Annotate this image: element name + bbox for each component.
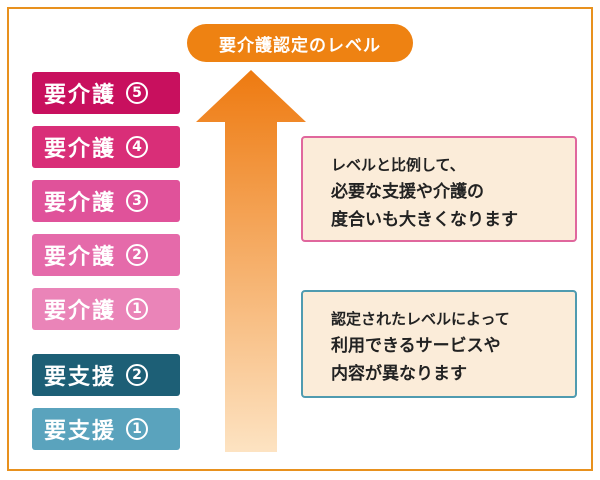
title-label: 要介護認定のレベル xyxy=(187,24,413,62)
note-line: 度合いも大きくなります xyxy=(331,210,518,230)
level-label: 要介護 xyxy=(44,137,117,162)
level-label: 要介護 xyxy=(44,83,117,108)
note-line: レベルと比例して、 xyxy=(331,156,465,174)
note-line: 利用できるサービスや xyxy=(331,336,501,356)
level-support-2: 要支援 2 xyxy=(32,354,180,396)
level-label: 要介護 xyxy=(44,191,117,216)
level-number-badge: 2 xyxy=(126,244,149,266)
level-care-2: 要介護 2 xyxy=(32,234,180,276)
level-care-1: 要介護 1 xyxy=(32,288,180,330)
level-number-badge: 1 xyxy=(126,418,149,440)
level-care-5: 要介護 5 xyxy=(32,72,180,114)
level-number-badge: 5 xyxy=(126,82,149,104)
level-label: 要介護 xyxy=(44,299,117,324)
level-number-badge: 4 xyxy=(126,136,149,158)
note-line: 内容が異なります xyxy=(331,364,467,384)
level-care-4: 要介護 4 xyxy=(32,126,180,168)
level-number-badge: 2 xyxy=(126,364,149,386)
level-label: 要支援 xyxy=(44,365,117,390)
note-line: 必要な支援や介護の xyxy=(331,182,484,202)
level-up-arrow xyxy=(196,70,306,452)
note-services: 認定されたレベルによって 利用できるサービスや 内容が異なります xyxy=(301,290,577,398)
note-line: 認定されたレベルによって xyxy=(331,310,510,328)
note-proportional: レベルと比例して、 必要な支援や介護の 度合いも大きくなります xyxy=(301,136,577,242)
level-number-badge: 3 xyxy=(126,190,149,212)
level-label: 要介護 xyxy=(44,245,117,270)
level-care-3: 要介護 3 xyxy=(32,180,180,222)
level-label: 要支援 xyxy=(44,419,117,444)
level-support-1: 要支援 1 xyxy=(32,408,180,450)
level-number-badge: 1 xyxy=(126,298,149,320)
